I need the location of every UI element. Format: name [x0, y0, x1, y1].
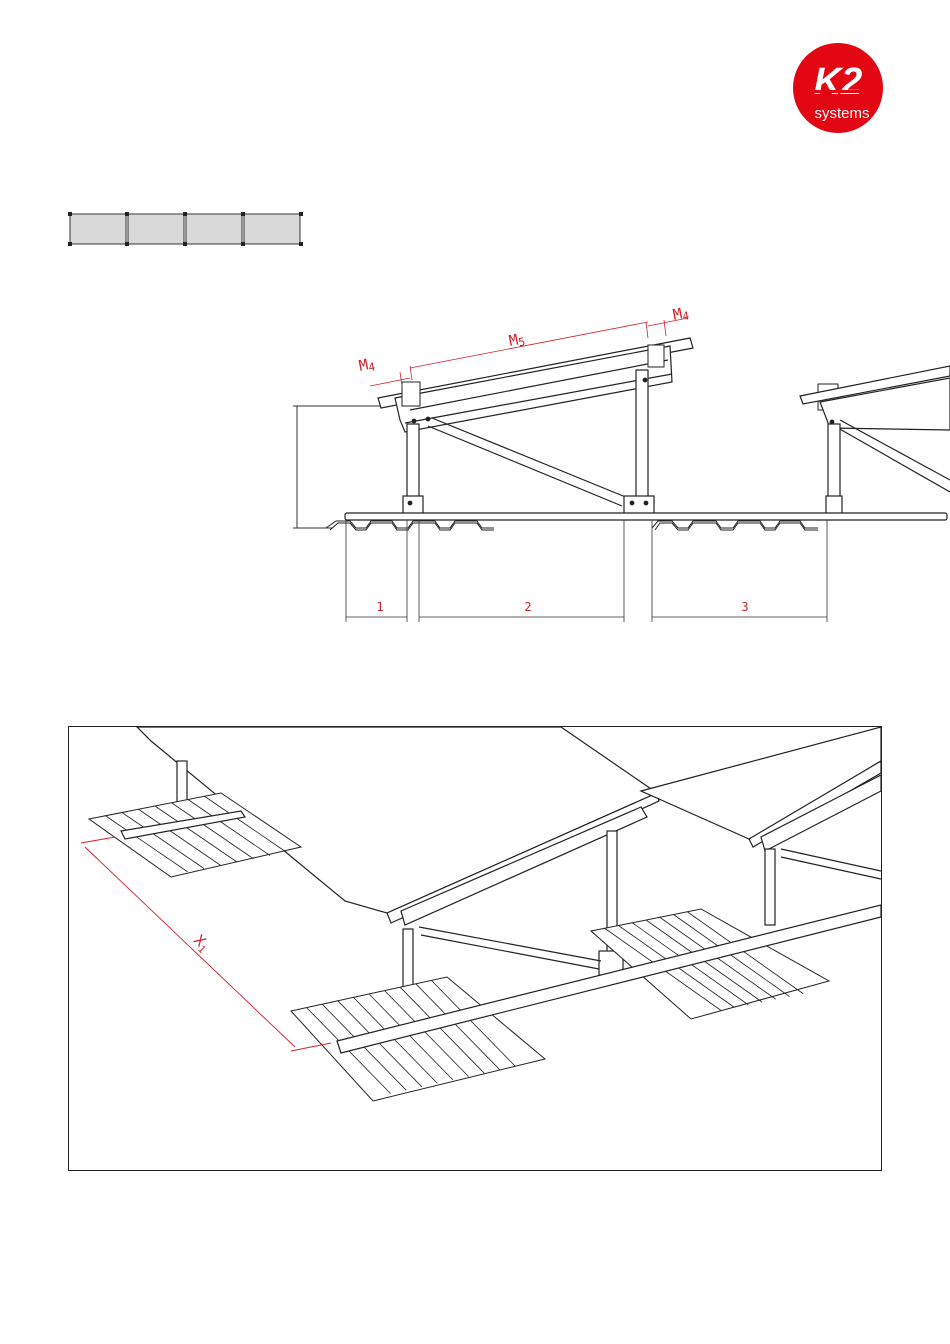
front-post [403, 417, 430, 516]
clamp-marker [241, 212, 245, 216]
k2-systems-logo: K2 systems [792, 42, 884, 134]
span-2-label: 2 [524, 600, 531, 614]
clamp-marker [68, 212, 72, 216]
clamp-marker [125, 212, 129, 216]
clamp-marker [68, 242, 72, 246]
m4-left-label: M4 [357, 354, 376, 376]
clamp-marker [241, 242, 245, 246]
height-dimension [293, 406, 388, 528]
clamp-marker [299, 212, 303, 216]
trapezoidal-sheet-left [326, 521, 494, 530]
module-tile [244, 214, 300, 244]
logo-subtitle: systems [814, 105, 869, 122]
span-1-label: 1 [376, 600, 383, 614]
rear-post [624, 370, 654, 516]
module-row [68, 212, 303, 246]
module-tile [186, 214, 242, 244]
span-extension-lines [346, 520, 827, 622]
trapezoidal-sheet-right [652, 521, 818, 530]
x1-label: X1 [189, 931, 214, 956]
m5-label: M5 [507, 329, 526, 351]
clamp-marker [183, 242, 187, 246]
iso-module-right [641, 727, 881, 847]
isometric-drawing: X1 [69, 727, 881, 1170]
module-layout-diagram [60, 200, 310, 252]
clamp-marker [125, 242, 129, 246]
m4-right-label: M4 [671, 303, 690, 325]
module-tile [128, 214, 184, 244]
side-view-drawing: 1 2 3 M4 M5 M4 [290, 295, 950, 635]
logo-brand: K2 [814, 61, 863, 103]
isometric-view-frame: X1 [68, 726, 882, 1171]
clamp-marker [299, 242, 303, 246]
clamp-marker [183, 212, 187, 216]
span-3-label: 3 [741, 600, 748, 614]
base-rail [345, 513, 947, 520]
diagonal-brace [428, 418, 628, 506]
module-tile [70, 214, 126, 244]
